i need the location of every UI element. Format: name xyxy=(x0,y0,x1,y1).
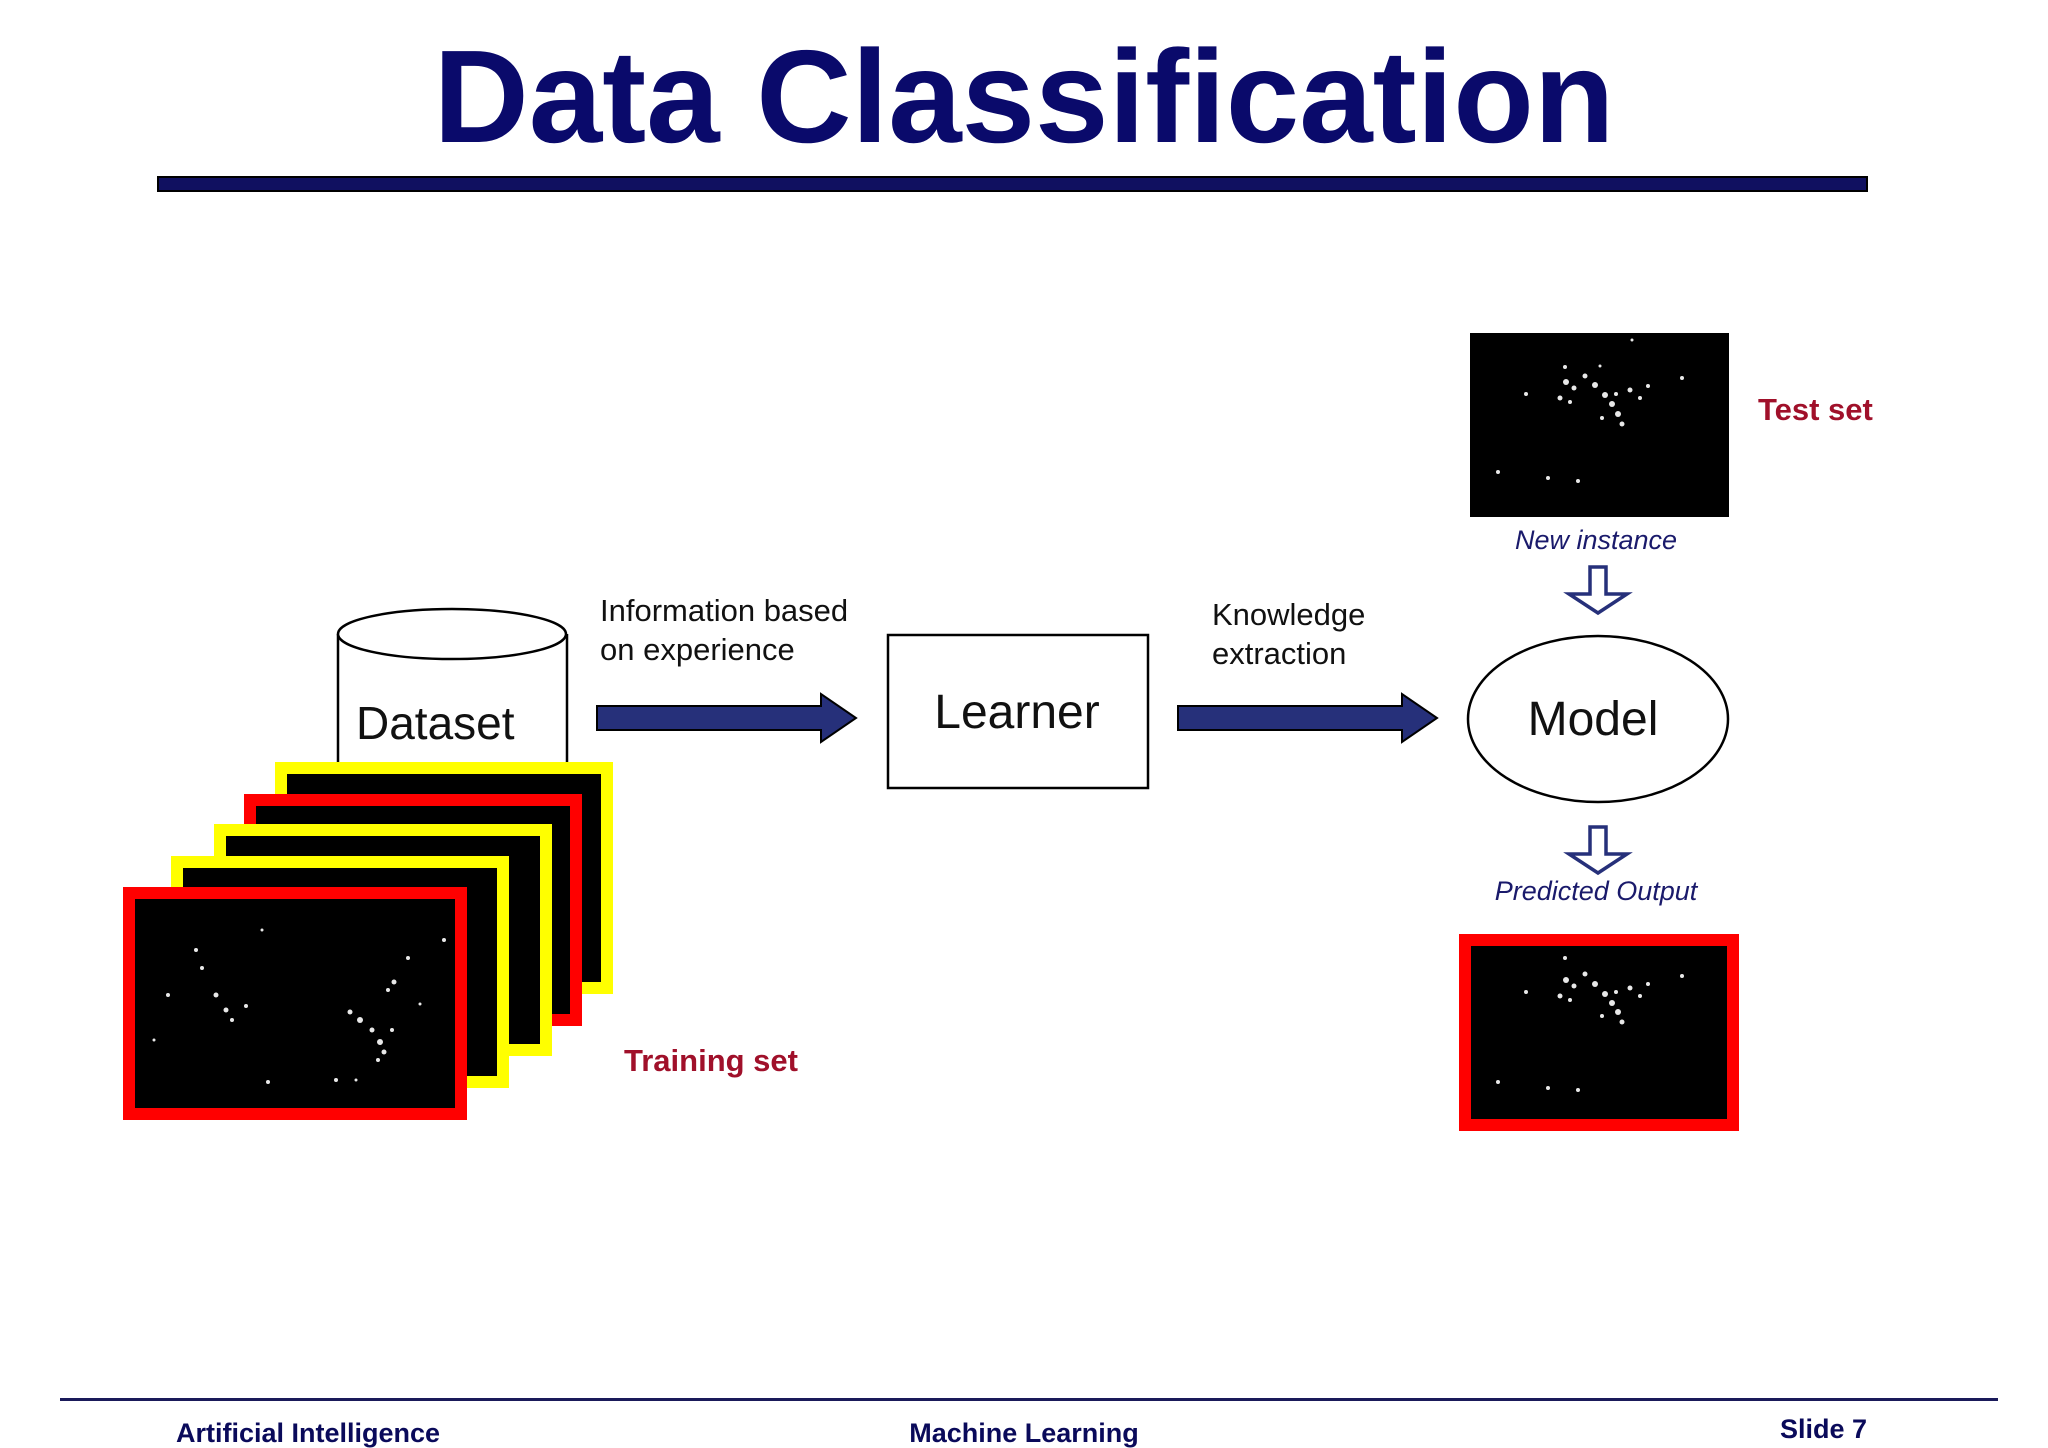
arrow-predicted-down xyxy=(1563,825,1633,876)
test-set-label: Test set xyxy=(1758,392,1873,427)
training-set-label: Training set xyxy=(624,1043,798,1078)
arrow-new-instance-down xyxy=(1563,565,1633,616)
test-set-image xyxy=(1470,333,1729,517)
predicted-output-label: Predicted Output xyxy=(1494,876,1698,906)
learner-box xyxy=(886,633,1150,790)
arrow-to-model xyxy=(1177,692,1439,744)
slide-title: Data Classification xyxy=(433,23,1615,170)
footer-rule xyxy=(60,1398,1998,1401)
new-instance-label: New instance xyxy=(1514,525,1678,555)
training-image-speckles xyxy=(152,928,446,1084)
info-based-label-line1: Information based xyxy=(600,593,849,628)
predicted-output-image xyxy=(1459,934,1739,1131)
knowledge-label-line1: Knowledge xyxy=(1212,597,1366,632)
footer-topic: Machine Learning xyxy=(909,1418,1139,1448)
learner-label: Learner xyxy=(934,686,1100,739)
dataset-label: Dataset xyxy=(356,697,515,749)
training-set-stack xyxy=(123,762,613,1120)
arrow-to-learner xyxy=(596,692,858,744)
model-label: Model xyxy=(1527,693,1659,746)
footer-course-title: Artificial Intelligence xyxy=(176,1418,441,1448)
model-ellipse xyxy=(1466,634,1730,804)
dataset-cylinder xyxy=(336,607,569,764)
info-based-label-line2: on experience xyxy=(600,632,795,667)
title-underline xyxy=(157,176,1868,192)
slide-number: Slide 7 xyxy=(1780,1414,1868,1444)
knowledge-label-line2: extraction xyxy=(1212,636,1347,671)
